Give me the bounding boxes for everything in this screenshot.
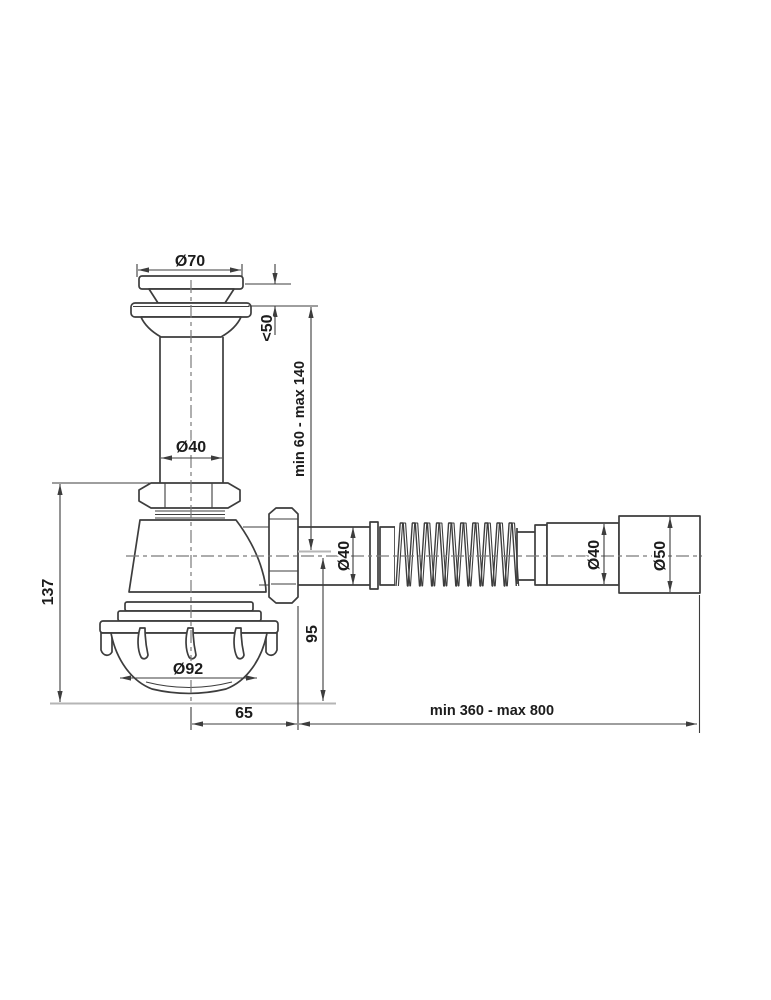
- trap-body-outline: [128, 519, 267, 593]
- cup-tab-3: [233, 627, 245, 660]
- extension-lines: [190, 606, 299, 730]
- cup-joint-plate: [124, 601, 254, 612]
- corrugated-hose: [395, 515, 701, 594]
- dim-cup-diameter-label: Ø92: [173, 661, 203, 678]
- dim-body-height-label: 137: [40, 579, 57, 606]
- slip-nut-facets: [164, 483, 213, 508]
- dim-hose-end-inner-diameter: Ø40: [584, 524, 607, 584]
- outlet-pipe-walls: [298, 526, 371, 586]
- dim-hose-end-outer-diameter-label: Ø50: [652, 541, 669, 571]
- cup-collar-band: [117, 610, 262, 622]
- trap-cup: [99, 601, 279, 695]
- dim-arrow: [320, 558, 326, 569]
- hose-ring-3: [534, 524, 548, 586]
- hose-cuff-40: [546, 522, 620, 586]
- sink-flange: [130, 275, 252, 338]
- dim-body-height: 137: [38, 482, 336, 705]
- dim-inlet-pipe-diameter: Ø40: [161, 437, 222, 461]
- dim-outlet-pipe-diameter: Ø40: [334, 527, 356, 585]
- dim-arrow: [138, 267, 149, 273]
- dim-arrow: [286, 721, 297, 727]
- dim-arrow: [686, 721, 697, 727]
- dim-outlet-pipe-diameter-label: Ø40: [336, 541, 353, 571]
- thread-lines: [155, 510, 225, 519]
- dim-arrow: [120, 675, 131, 681]
- dim-arrow: [230, 267, 241, 273]
- dim-outlet-offset: 65: [190, 606, 299, 730]
- dim-arrow: [272, 273, 278, 284]
- dim-arrow: [246, 675, 257, 681]
- hose-end-neck: [516, 528, 535, 584]
- dim-inlet-height-range: min 60 - max 140: [290, 307, 331, 553]
- dim-inlet-pipe-diameter-label: Ø40: [176, 439, 206, 456]
- dim-hose-length-range: min 360 - max 800: [299, 595, 701, 733]
- slip-nut: [138, 482, 241, 519]
- dim-sink-thickness-label: <50: [259, 314, 276, 341]
- dim-arrow: [57, 484, 63, 495]
- cup-tab-1: [137, 627, 149, 660]
- hose-cuff-50: [618, 515, 701, 594]
- inlet-pipe-walls: [159, 337, 224, 483]
- dim-cup-diameter: Ø92: [120, 659, 257, 681]
- dim-arrow: [308, 539, 314, 550]
- dim-hose-length-range-label: min 360 - max 800: [430, 703, 554, 719]
- cup-lug-left: [100, 632, 113, 656]
- dim-outlet-axis-height: 95: [302, 558, 326, 701]
- extension-lines: [136, 264, 243, 277]
- dim-arrow: [308, 307, 314, 318]
- dim-arrow: [57, 691, 63, 702]
- dim-outlet-offset-label: 65: [235, 705, 253, 722]
- centerlines: [126, 280, 702, 704]
- dim-arrow: [320, 690, 326, 701]
- dim-arrow: [211, 455, 222, 461]
- extension-lines: [245, 283, 318, 307]
- dim-flange-diameter: Ø70: [136, 251, 243, 277]
- trap-body: [128, 519, 269, 593]
- inlet-pipe: [159, 337, 224, 483]
- cup-tab-2: [185, 627, 197, 660]
- dim-arrow: [161, 455, 172, 461]
- cup-bottom-seam: [145, 681, 233, 689]
- cup-lug-right: [265, 632, 278, 656]
- dim-outlet-axis-height-label: 95: [304, 625, 321, 643]
- dim-arrow: [350, 574, 356, 585]
- dim-arrow: [350, 527, 356, 538]
- dim-hose-end-outer-diameter: Ø50: [650, 517, 673, 592]
- dim-inlet-height-range-label: min 60 - max 140: [292, 361, 308, 477]
- dim-flange-diameter-label: Ø70: [175, 253, 205, 270]
- dim-arrow: [299, 721, 310, 727]
- dim-arrow: [192, 721, 203, 727]
- outlet-neck-lines: [243, 526, 269, 586]
- dim-hose-end-inner-diameter-label: Ø40: [586, 540, 603, 570]
- outlet-nut-facets: [269, 518, 298, 585]
- flange-lower-cone: [140, 316, 242, 338]
- slip-nut-body: [138, 482, 241, 509]
- dim-sink-thickness: <50: [245, 264, 318, 344]
